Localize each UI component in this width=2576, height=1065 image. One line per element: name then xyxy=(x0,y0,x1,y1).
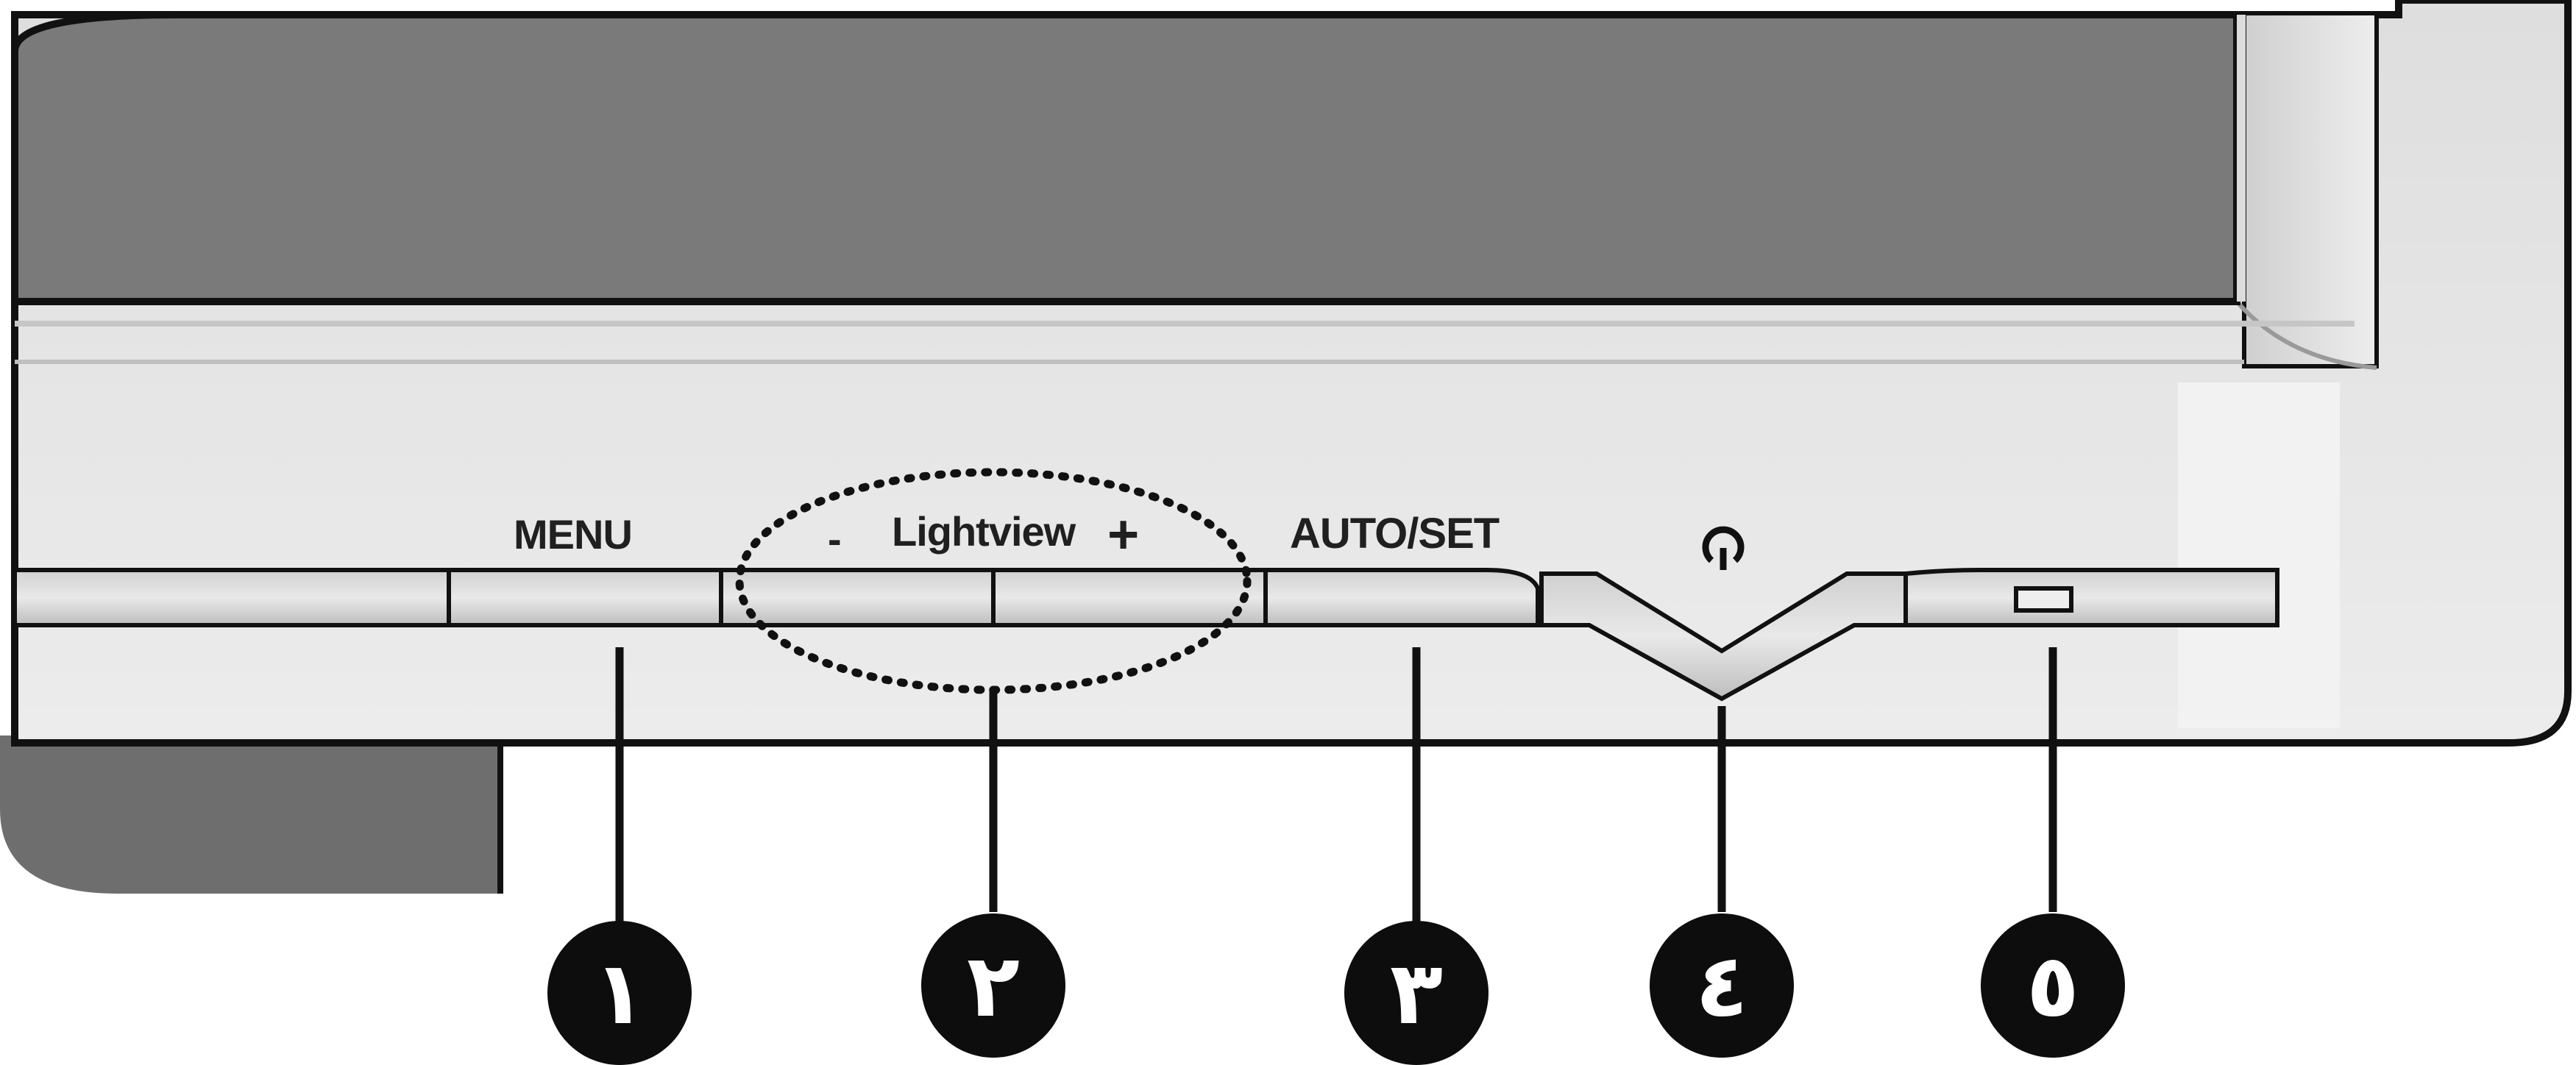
callout-4: ٤ xyxy=(1650,913,1794,1058)
callout-3: ٣ xyxy=(1344,921,1489,1065)
lightview-plus-button xyxy=(991,568,1268,627)
monitor-screen xyxy=(11,11,2240,305)
callout-2: ٢ xyxy=(921,913,1065,1058)
menu-label: MENU xyxy=(514,511,633,558)
bezel-right-frame xyxy=(2242,11,2379,368)
power-indicator-led xyxy=(2014,586,2073,613)
lightview-plus-symbol: + xyxy=(1107,504,1140,565)
lightview-minus-button xyxy=(719,568,996,627)
indicator-strip xyxy=(1903,568,2279,627)
auto-set-button xyxy=(1263,568,1540,627)
auto-set-label: AUTO/SET xyxy=(1290,510,1500,558)
monitor-stand xyxy=(0,735,500,894)
lightview-label: Lightview xyxy=(892,508,1076,555)
power-icon xyxy=(1702,526,1745,570)
button-strip xyxy=(13,568,2279,702)
callout-1: ١ xyxy=(547,921,692,1065)
callout-5: ٥ xyxy=(1981,913,2125,1058)
menu-button xyxy=(447,568,723,627)
lightview-minus-symbol: - xyxy=(828,516,842,562)
callout-lines xyxy=(615,647,2057,927)
